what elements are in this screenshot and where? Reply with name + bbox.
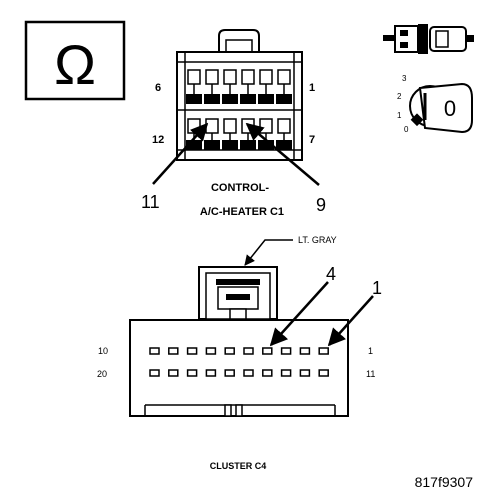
- c4-pin-label-10: 10: [98, 346, 108, 356]
- c4-pin-cavity: [224, 347, 235, 355]
- c4-pin-cavity: [299, 369, 311, 377]
- c4-pin-cavity: [186, 369, 198, 377]
- c4-pin-cavity: [149, 369, 160, 377]
- ohm-symbol-icon: Ω: [54, 33, 96, 96]
- key-position-0: 0: [404, 125, 409, 134]
- c1-pin-label-6: 6: [155, 82, 161, 94]
- c1-pin-label-12: 12: [152, 134, 164, 146]
- key-current-position: 0: [444, 96, 456, 121]
- c1-callout-arrow-11: [152, 122, 209, 185]
- c1-pin-label-1: 1: [309, 82, 315, 94]
- figure-id: 817f9307: [415, 474, 474, 490]
- c1-pin-cavity: [222, 118, 238, 150]
- c4-pin-cavity: [243, 369, 254, 377]
- c1-callout-11: 11: [141, 192, 160, 212]
- c4-pin-label-20: 20: [97, 369, 107, 379]
- c4-title: CLUSTER C4: [210, 461, 267, 471]
- c4-pin-cavity: [168, 369, 179, 377]
- c4-pin-cavity: [224, 369, 235, 377]
- c4-pin-label-11: 11: [366, 369, 375, 379]
- c4-callout-1: 1: [372, 278, 382, 298]
- c4-callout-arrow-4: [269, 281, 329, 347]
- c4-pin-cavity: [205, 347, 217, 355]
- c4-pin-cavity: [149, 347, 160, 355]
- connector-c4: LT. GRAY 10 1 20 11 4 1 CLUSTER C4: [97, 235, 382, 471]
- c4-pin-cavity: [280, 347, 292, 355]
- key-position-3: 3: [402, 74, 407, 83]
- c1-pin-cavity: [240, 69, 256, 104]
- c4-pin-cavity: [168, 347, 179, 355]
- c4-color-leader: [244, 239, 293, 266]
- c4-callout-4: 4: [326, 264, 336, 284]
- c1-callout-arrow-9: [245, 122, 320, 186]
- c4-pin-cavity: [318, 347, 329, 355]
- c1-pin-cavity: [276, 118, 292, 150]
- c1-pin-label-7: 7: [309, 134, 315, 146]
- c1-title-line1: CONTROL-: [211, 182, 269, 194]
- c1-title-line2: A/C-HEATER C1: [200, 206, 284, 218]
- c4-pin-cavity: [243, 347, 254, 355]
- c4-pin-cavity: [262, 347, 273, 355]
- c4-pin-label-1: 1: [368, 346, 373, 356]
- key-position-1: 1: [397, 111, 402, 120]
- ignition-key-icon: 3 2 1 0 0: [397, 74, 473, 134]
- c1-callout-9: 9: [316, 195, 326, 215]
- c4-pin-cavity: [205, 369, 217, 377]
- c4-pin-cavities: [149, 347, 329, 377]
- c4-pin-cavity: [280, 369, 292, 377]
- c1-pin-cavity: [186, 69, 202, 104]
- c4-pin-cavity: [318, 369, 329, 377]
- c1-pin-cavity: [276, 69, 292, 104]
- c4-pin-cavity: [262, 369, 273, 377]
- c4-color-label: LT. GRAY: [298, 235, 337, 245]
- key-position-2: 2: [397, 92, 402, 101]
- c1-pin-cavity: [204, 69, 220, 104]
- c4-pin-cavity: [186, 347, 198, 355]
- c1-pin-cavity: [258, 69, 274, 104]
- c4-pin-cavity: [299, 347, 311, 355]
- ohm-legend: Ω: [24, 20, 126, 101]
- connector-c1: 6 1 12 7 11 9 CONTROL- A/C-HEATER C1: [141, 29, 326, 218]
- c1-pin-cavity: [222, 69, 238, 104]
- ignition-plug-icon: [383, 24, 474, 54]
- c4-callout-arrow-1: [327, 295, 374, 347]
